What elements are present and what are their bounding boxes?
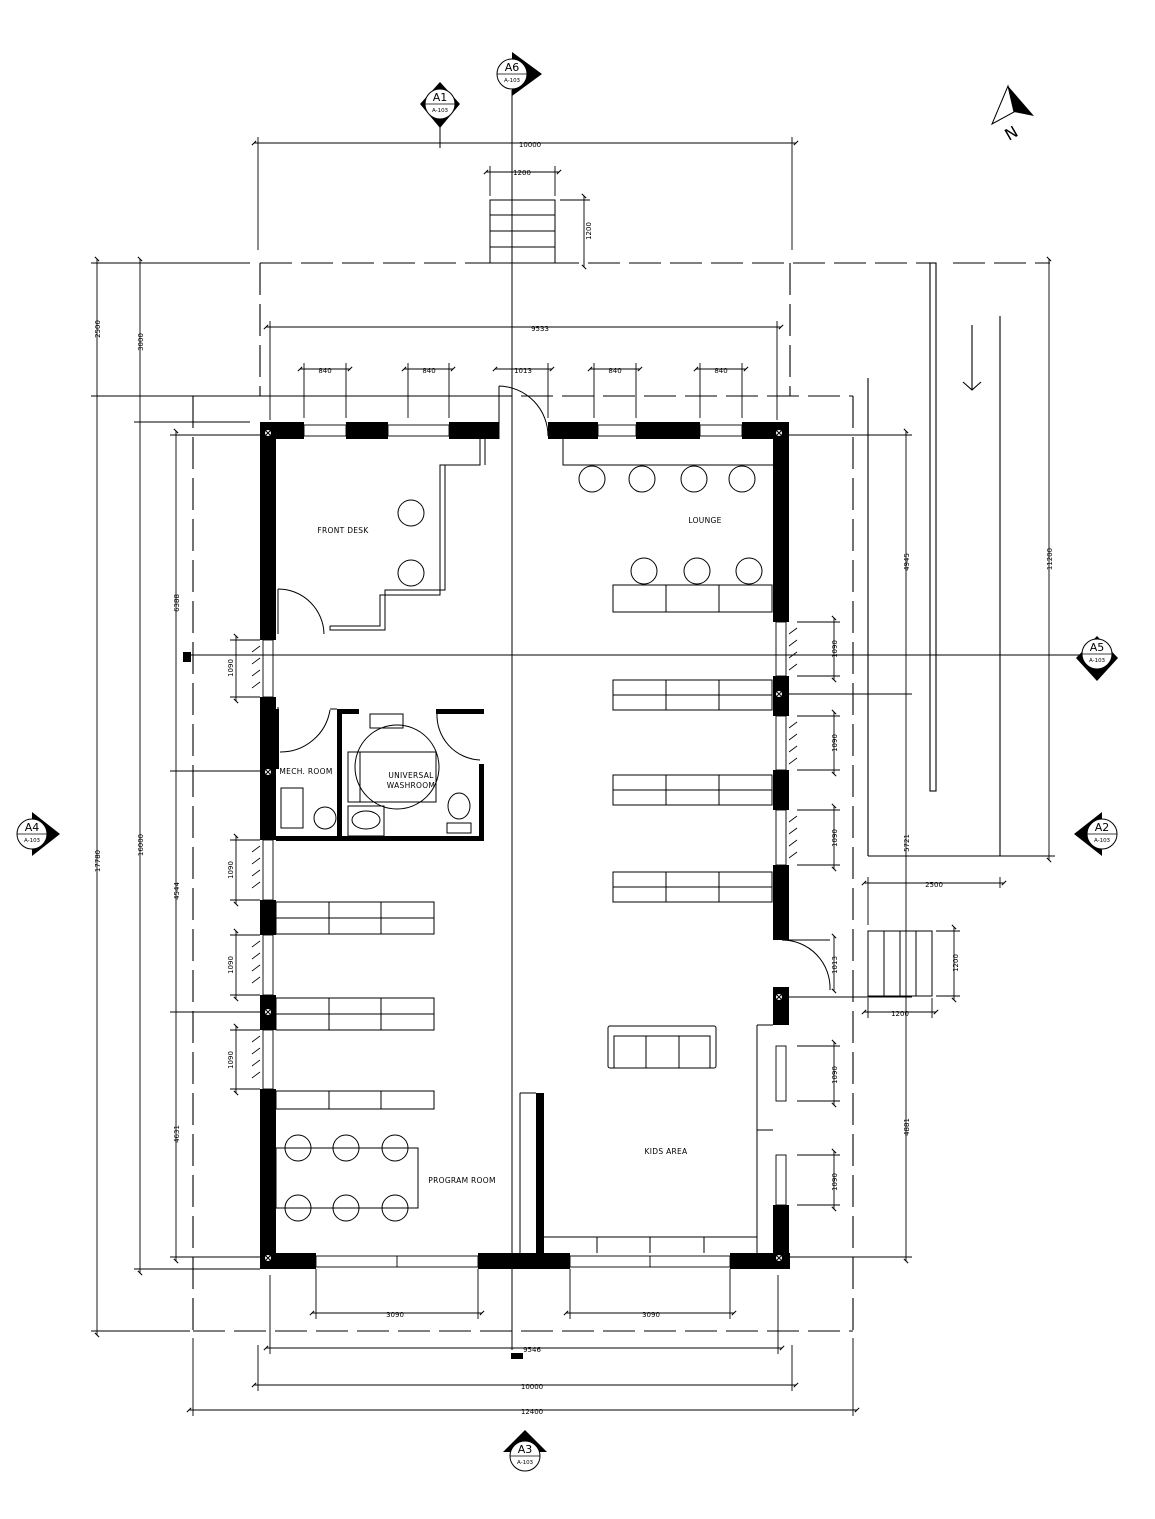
front-desk-counter bbox=[329, 439, 486, 631]
svg-text:A-103: A-103 bbox=[1094, 838, 1111, 844]
dim-top-stair-width: 1200 bbox=[513, 169, 531, 177]
doors bbox=[277, 385, 831, 991]
svg-text:A-103: A-103 bbox=[24, 838, 41, 844]
dim-right-win-3: 1090 bbox=[831, 829, 839, 847]
dim-ramp-width: 2500 bbox=[925, 881, 943, 889]
svg-text:A-103: A-103 bbox=[1089, 658, 1106, 664]
section-marker-a5: A5 A-103 bbox=[1076, 636, 1118, 681]
dim-bottom-9546: 9546 bbox=[523, 1346, 541, 1354]
dim-top-inner: 9533 bbox=[531, 325, 549, 333]
section-marker-a1: A1 A-103 bbox=[420, 82, 460, 128]
lounge-furniture bbox=[562, 439, 773, 613]
svg-text:A3: A3 bbox=[518, 1443, 533, 1456]
north-arrow: N bbox=[990, 84, 1034, 144]
section-lines bbox=[190, 90, 1080, 1350]
dim-right-win-1: 1090 bbox=[831, 640, 839, 658]
svg-text:A-103: A-103 bbox=[517, 1460, 534, 1466]
dim-left-4631: 4631 bbox=[173, 1125, 181, 1143]
dim-bottom-win-right: 3090 bbox=[642, 1311, 660, 1319]
ramp bbox=[867, 262, 1001, 857]
dim-window-4: 840 bbox=[714, 367, 727, 375]
dim-right-win-4: 1090 bbox=[831, 1066, 839, 1084]
svg-text:A2: A2 bbox=[1095, 821, 1110, 834]
room-lounge: LOUNGE bbox=[688, 516, 721, 525]
window-hatching bbox=[251, 627, 798, 1079]
dim-left-6388: 6388 bbox=[173, 594, 181, 612]
dim-right-win-2: 1090 bbox=[831, 734, 839, 752]
top-stair bbox=[489, 199, 556, 264]
dim-left-16000: 16000 bbox=[137, 834, 145, 856]
dim-right-4945: 4945 bbox=[903, 553, 911, 571]
room-washroom-l2: WASHROOM bbox=[387, 781, 435, 790]
side-stair bbox=[867, 930, 933, 997]
section-marker-a4: A4 A-103 bbox=[16, 812, 60, 856]
dim-left-2500: 2500 bbox=[94, 320, 102, 338]
property-line bbox=[192, 262, 1050, 1332]
exterior-walls bbox=[260, 422, 790, 1269]
dim-top-overall: 10000 bbox=[519, 141, 541, 149]
windows bbox=[262, 424, 787, 1268]
dim-entry-door: 1013 bbox=[514, 367, 532, 375]
dim-window-3: 840 bbox=[608, 367, 621, 375]
dim-side-stair-depth: 1200 bbox=[952, 954, 960, 972]
section-end-tick-bottom bbox=[511, 1353, 523, 1359]
svg-text:A6: A6 bbox=[505, 61, 520, 74]
interior-walls bbox=[276, 709, 544, 1253]
svg-text:A1: A1 bbox=[433, 91, 448, 104]
dim-left-3000: 3000 bbox=[137, 333, 145, 351]
dim-right-11200: 11200 bbox=[1046, 548, 1054, 570]
section-marker-a3: A3 A-103 bbox=[503, 1430, 547, 1472]
dim-bottom-12400: 12400 bbox=[521, 1408, 543, 1416]
section-marker-a6: A6 A-103 bbox=[496, 52, 542, 96]
svg-text:A-103: A-103 bbox=[504, 78, 521, 84]
dim-bottom-win-left: 3090 bbox=[386, 1311, 404, 1319]
program-desks bbox=[275, 901, 435, 1222]
dim-right-win-5: 1090 bbox=[831, 1173, 839, 1191]
section-marker-a2: A2 A-103 bbox=[1074, 812, 1118, 856]
mech-room-fixtures bbox=[280, 787, 337, 830]
kids-sofa bbox=[607, 1025, 717, 1069]
svg-text:A-103: A-103 bbox=[432, 108, 449, 114]
washroom-fixtures bbox=[347, 713, 472, 837]
right-desks bbox=[612, 679, 773, 903]
dim-left-win-3: 1090 bbox=[227, 956, 235, 974]
room-program: PROGRAM ROOM bbox=[428, 1176, 495, 1185]
room-washroom-l1: UNIVERSAL bbox=[388, 771, 434, 780]
room-labels: FRONT DESK LOUNGE MECH. ROOM UNIVERSAL W… bbox=[279, 516, 721, 1185]
room-kids: KIDS AREA bbox=[645, 1147, 689, 1156]
dim-left-win-4: 1090 bbox=[227, 1051, 235, 1069]
dimension-labels: 10000 1200 1200 9533 840 840 1013 840 84… bbox=[94, 141, 1054, 1416]
dim-left-win-1: 1090 bbox=[227, 659, 235, 677]
section-end-tick-left bbox=[183, 652, 191, 662]
dimension-lines bbox=[91, 137, 1055, 1416]
svg-text:A4: A4 bbox=[25, 821, 40, 834]
dim-right-5721: 5721 bbox=[903, 834, 911, 852]
dim-window-1: 840 bbox=[318, 367, 331, 375]
dim-right-door: 1013 bbox=[831, 956, 839, 974]
dim-top-stair-depth: 1200 bbox=[585, 222, 593, 240]
thin-partitions bbox=[330, 708, 773, 1253]
dim-left-4544: 4544 bbox=[173, 882, 181, 900]
dim-left-win-2: 1090 bbox=[227, 861, 235, 879]
dim-right-4881: 4881 bbox=[903, 1118, 911, 1136]
dim-bottom-10000: 10000 bbox=[521, 1383, 543, 1391]
column-markers bbox=[264, 429, 783, 1262]
room-mech: MECH. ROOM bbox=[279, 767, 332, 776]
dim-left-17780: 17780 bbox=[94, 850, 102, 872]
dim-side-stair-width: 1200 bbox=[891, 1010, 909, 1018]
north-label: N bbox=[1001, 122, 1021, 144]
room-front-desk: FRONT DESK bbox=[317, 526, 369, 535]
svg-text:A5: A5 bbox=[1090, 641, 1105, 654]
dim-window-2: 840 bbox=[422, 367, 435, 375]
